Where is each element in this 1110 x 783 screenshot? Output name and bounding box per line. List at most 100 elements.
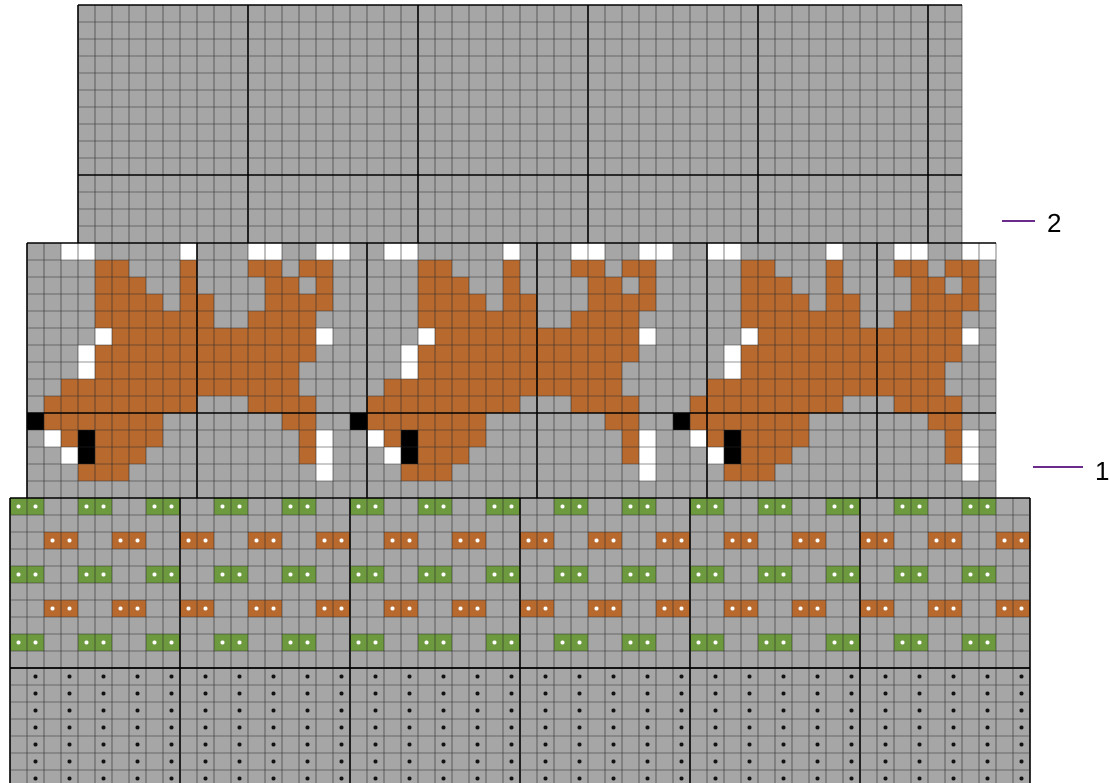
fox-cell <box>707 430 724 447</box>
band-dot <box>221 505 225 509</box>
fox-cell <box>792 311 809 328</box>
band-dot <box>1020 539 1024 543</box>
fox-cell <box>129 277 146 294</box>
fox-cell <box>928 379 945 396</box>
purl-dot <box>340 743 344 747</box>
band-dot <box>323 607 327 611</box>
purl-dot <box>442 675 446 679</box>
purl-dot <box>782 743 786 747</box>
purl-dot <box>170 726 174 730</box>
band-dot <box>357 641 361 645</box>
purl-dot <box>374 692 378 696</box>
band-dot <box>901 573 905 577</box>
fox-cell <box>792 345 809 362</box>
fox-cell <box>758 464 775 481</box>
purl-dot <box>238 675 242 679</box>
band-dot <box>918 505 922 509</box>
fox-cell <box>741 464 758 481</box>
fox-cell <box>860 345 877 362</box>
purl-dot <box>306 692 310 696</box>
fox-cell <box>44 430 61 447</box>
fox-cell <box>741 328 758 345</box>
fox-cell <box>112 260 129 277</box>
purl-dot <box>918 743 922 747</box>
gridlines <box>10 5 1030 783</box>
purl-dot <box>986 709 990 713</box>
purl-dot <box>680 692 684 696</box>
fox-cell <box>962 277 979 294</box>
fox-cell <box>707 243 724 260</box>
purl-dot <box>442 692 446 696</box>
purl-dot <box>272 675 276 679</box>
band-dot <box>833 641 837 645</box>
fox-cell <box>945 345 962 362</box>
purl-dot <box>544 777 548 781</box>
fox-cell <box>299 430 316 447</box>
band-dot <box>731 539 735 543</box>
purl-dot <box>782 709 786 713</box>
band-dot <box>646 505 650 509</box>
fox-cell <box>384 379 401 396</box>
purl-dot <box>816 726 820 730</box>
fox-cell <box>282 396 299 413</box>
fox-cell <box>197 345 214 362</box>
fox-cell <box>894 328 911 345</box>
purl-dot <box>646 709 650 713</box>
fox-cell <box>486 311 503 328</box>
fox-cell <box>911 277 928 294</box>
fox-cell <box>911 379 928 396</box>
band-dot <box>595 539 599 543</box>
fox-cell <box>741 294 758 311</box>
band-dot <box>1020 607 1024 611</box>
purl-dot <box>68 709 72 713</box>
purl-dot <box>68 743 72 747</box>
band-dot <box>850 573 854 577</box>
fox-cell <box>282 345 299 362</box>
band-dot <box>425 641 429 645</box>
band-dot <box>306 641 310 645</box>
band-dot <box>867 539 871 543</box>
fox-cell <box>469 379 486 396</box>
purl-dot <box>816 777 820 781</box>
band-dot <box>884 539 888 543</box>
fox-cell <box>605 362 622 379</box>
band-dot <box>17 641 21 645</box>
fox-cell <box>724 345 741 362</box>
fox-cell <box>758 328 775 345</box>
purl-dot <box>748 709 752 713</box>
fox-cell <box>197 379 214 396</box>
fox-cell <box>367 396 384 413</box>
band-dot <box>884 607 888 611</box>
fox-cell <box>316 464 333 481</box>
fox-cell <box>95 345 112 362</box>
purl-dot <box>204 726 208 730</box>
purl-dot <box>918 777 922 781</box>
fox-cell <box>826 362 843 379</box>
band-dot <box>204 607 208 611</box>
band-dot <box>34 505 38 509</box>
band-dot <box>714 641 718 645</box>
purl-dot <box>544 743 548 747</box>
fox-cell <box>826 243 843 260</box>
purl-dot <box>544 760 548 764</box>
fox-cell <box>180 311 197 328</box>
fox-cell <box>520 311 537 328</box>
fox-cell <box>945 294 962 311</box>
purl-dot <box>544 726 548 730</box>
fox-cell <box>741 345 758 362</box>
fox-cell <box>962 328 979 345</box>
band-dot <box>442 505 446 509</box>
purl-dot <box>748 675 752 679</box>
purl-dot <box>782 726 786 730</box>
band-dot <box>629 641 633 645</box>
purl-dot <box>952 675 956 679</box>
fox-cell <box>792 362 809 379</box>
fox-cell <box>469 430 486 447</box>
fox-cell <box>571 396 588 413</box>
band-dot <box>544 539 548 543</box>
fox-cell <box>724 413 741 430</box>
fox-cell <box>95 294 112 311</box>
fox-cell <box>826 379 843 396</box>
fox-cell <box>418 311 435 328</box>
